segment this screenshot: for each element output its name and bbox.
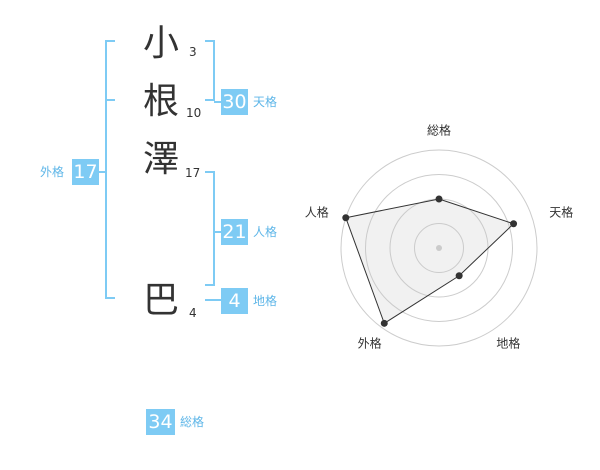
tenkaku-value: 30 <box>221 89 248 115</box>
radar-ring <box>414 223 464 273</box>
radar-series-polygon <box>345 198 515 325</box>
name-char-2: 根 <box>143 81 180 122</box>
stroke-count-1: 3 <box>189 45 197 59</box>
soukaku-label: 総格 <box>180 415 205 429</box>
name-char-4: 巴 <box>143 280 180 321</box>
stroke-count-2: 10 <box>186 106 202 120</box>
radar-point-5 <box>342 214 350 222</box>
radar-center <box>436 245 442 251</box>
radar-point-3 <box>455 272 463 280</box>
name-char-1: 小 <box>143 23 180 64</box>
radar-point-1 <box>435 195 443 203</box>
gaikaku-label: 外格 <box>40 165 65 179</box>
gaikaku-value: 17 <box>72 159 99 185</box>
chikaku-label: 地格 <box>253 294 278 308</box>
radar-axis-label-5: 人格 <box>304 205 329 220</box>
jinkaku-bracket <box>205 171 215 286</box>
radar-axis-label-2: 天格 <box>549 205 574 220</box>
soukaku-value: 34 <box>146 409 175 435</box>
tenkaku-bracket <box>205 40 215 101</box>
stroke-count-4: 4 <box>189 306 197 320</box>
radar-point-2 <box>510 220 518 228</box>
radar-axis-label-3: 地格 <box>496 336 521 351</box>
radar-ring <box>365 174 513 322</box>
radar-axis-label-4: 外格 <box>357 336 382 351</box>
jinkaku-label: 人格 <box>253 225 278 239</box>
chikaku-value: 4 <box>221 288 248 314</box>
radar-ring <box>340 149 538 347</box>
radar-point-4 <box>380 319 388 327</box>
stroke-count-3: 17 <box>185 166 201 180</box>
radar-axis-label-1: 総格 <box>426 123 452 138</box>
gaikaku-bracket <box>105 40 115 299</box>
name-char-3: 澤 <box>143 139 180 180</box>
tenkaku-label: 天格 <box>253 95 278 109</box>
jinkaku-value: 21 <box>221 219 248 245</box>
